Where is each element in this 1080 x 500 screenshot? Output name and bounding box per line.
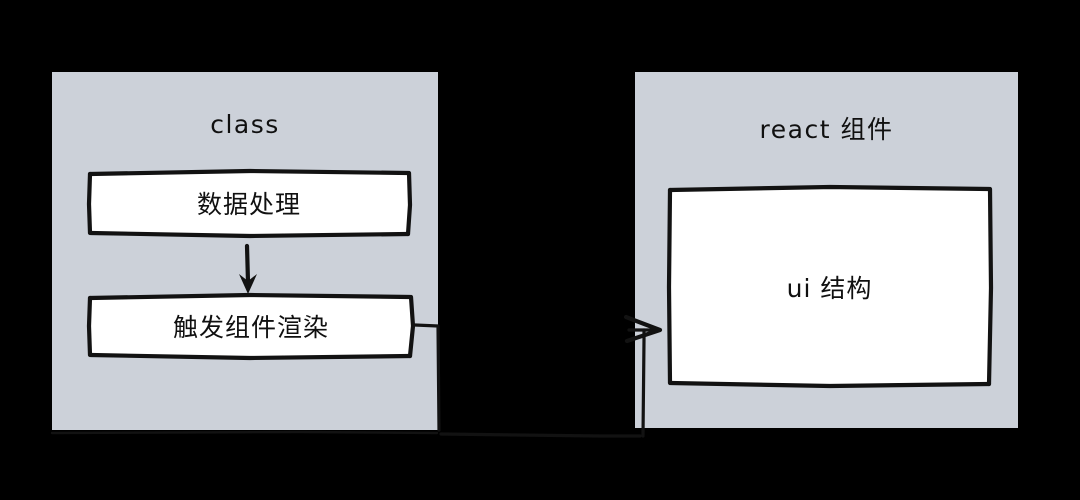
class-panel-bottom-stroke xyxy=(50,430,439,435)
render-to-ui-connector xyxy=(413,314,663,438)
node-data-processing-label: 数据处理 xyxy=(196,190,301,219)
react-component-panel-title: react 组件 xyxy=(759,115,894,144)
node-trigger-render-label: 触发组件渲染 xyxy=(172,313,329,342)
class-panel[interactable]: class xyxy=(52,72,438,430)
node-ui-structure[interactable]: ui 结构 xyxy=(669,188,990,385)
node-ui-structure-label: ui 结构 xyxy=(786,273,873,303)
node-data-processing[interactable]: 数据处理 xyxy=(90,172,408,234)
node-trigger-render[interactable]: 触发组件渲染 xyxy=(90,296,412,356)
class-panel-title: class xyxy=(210,110,280,139)
